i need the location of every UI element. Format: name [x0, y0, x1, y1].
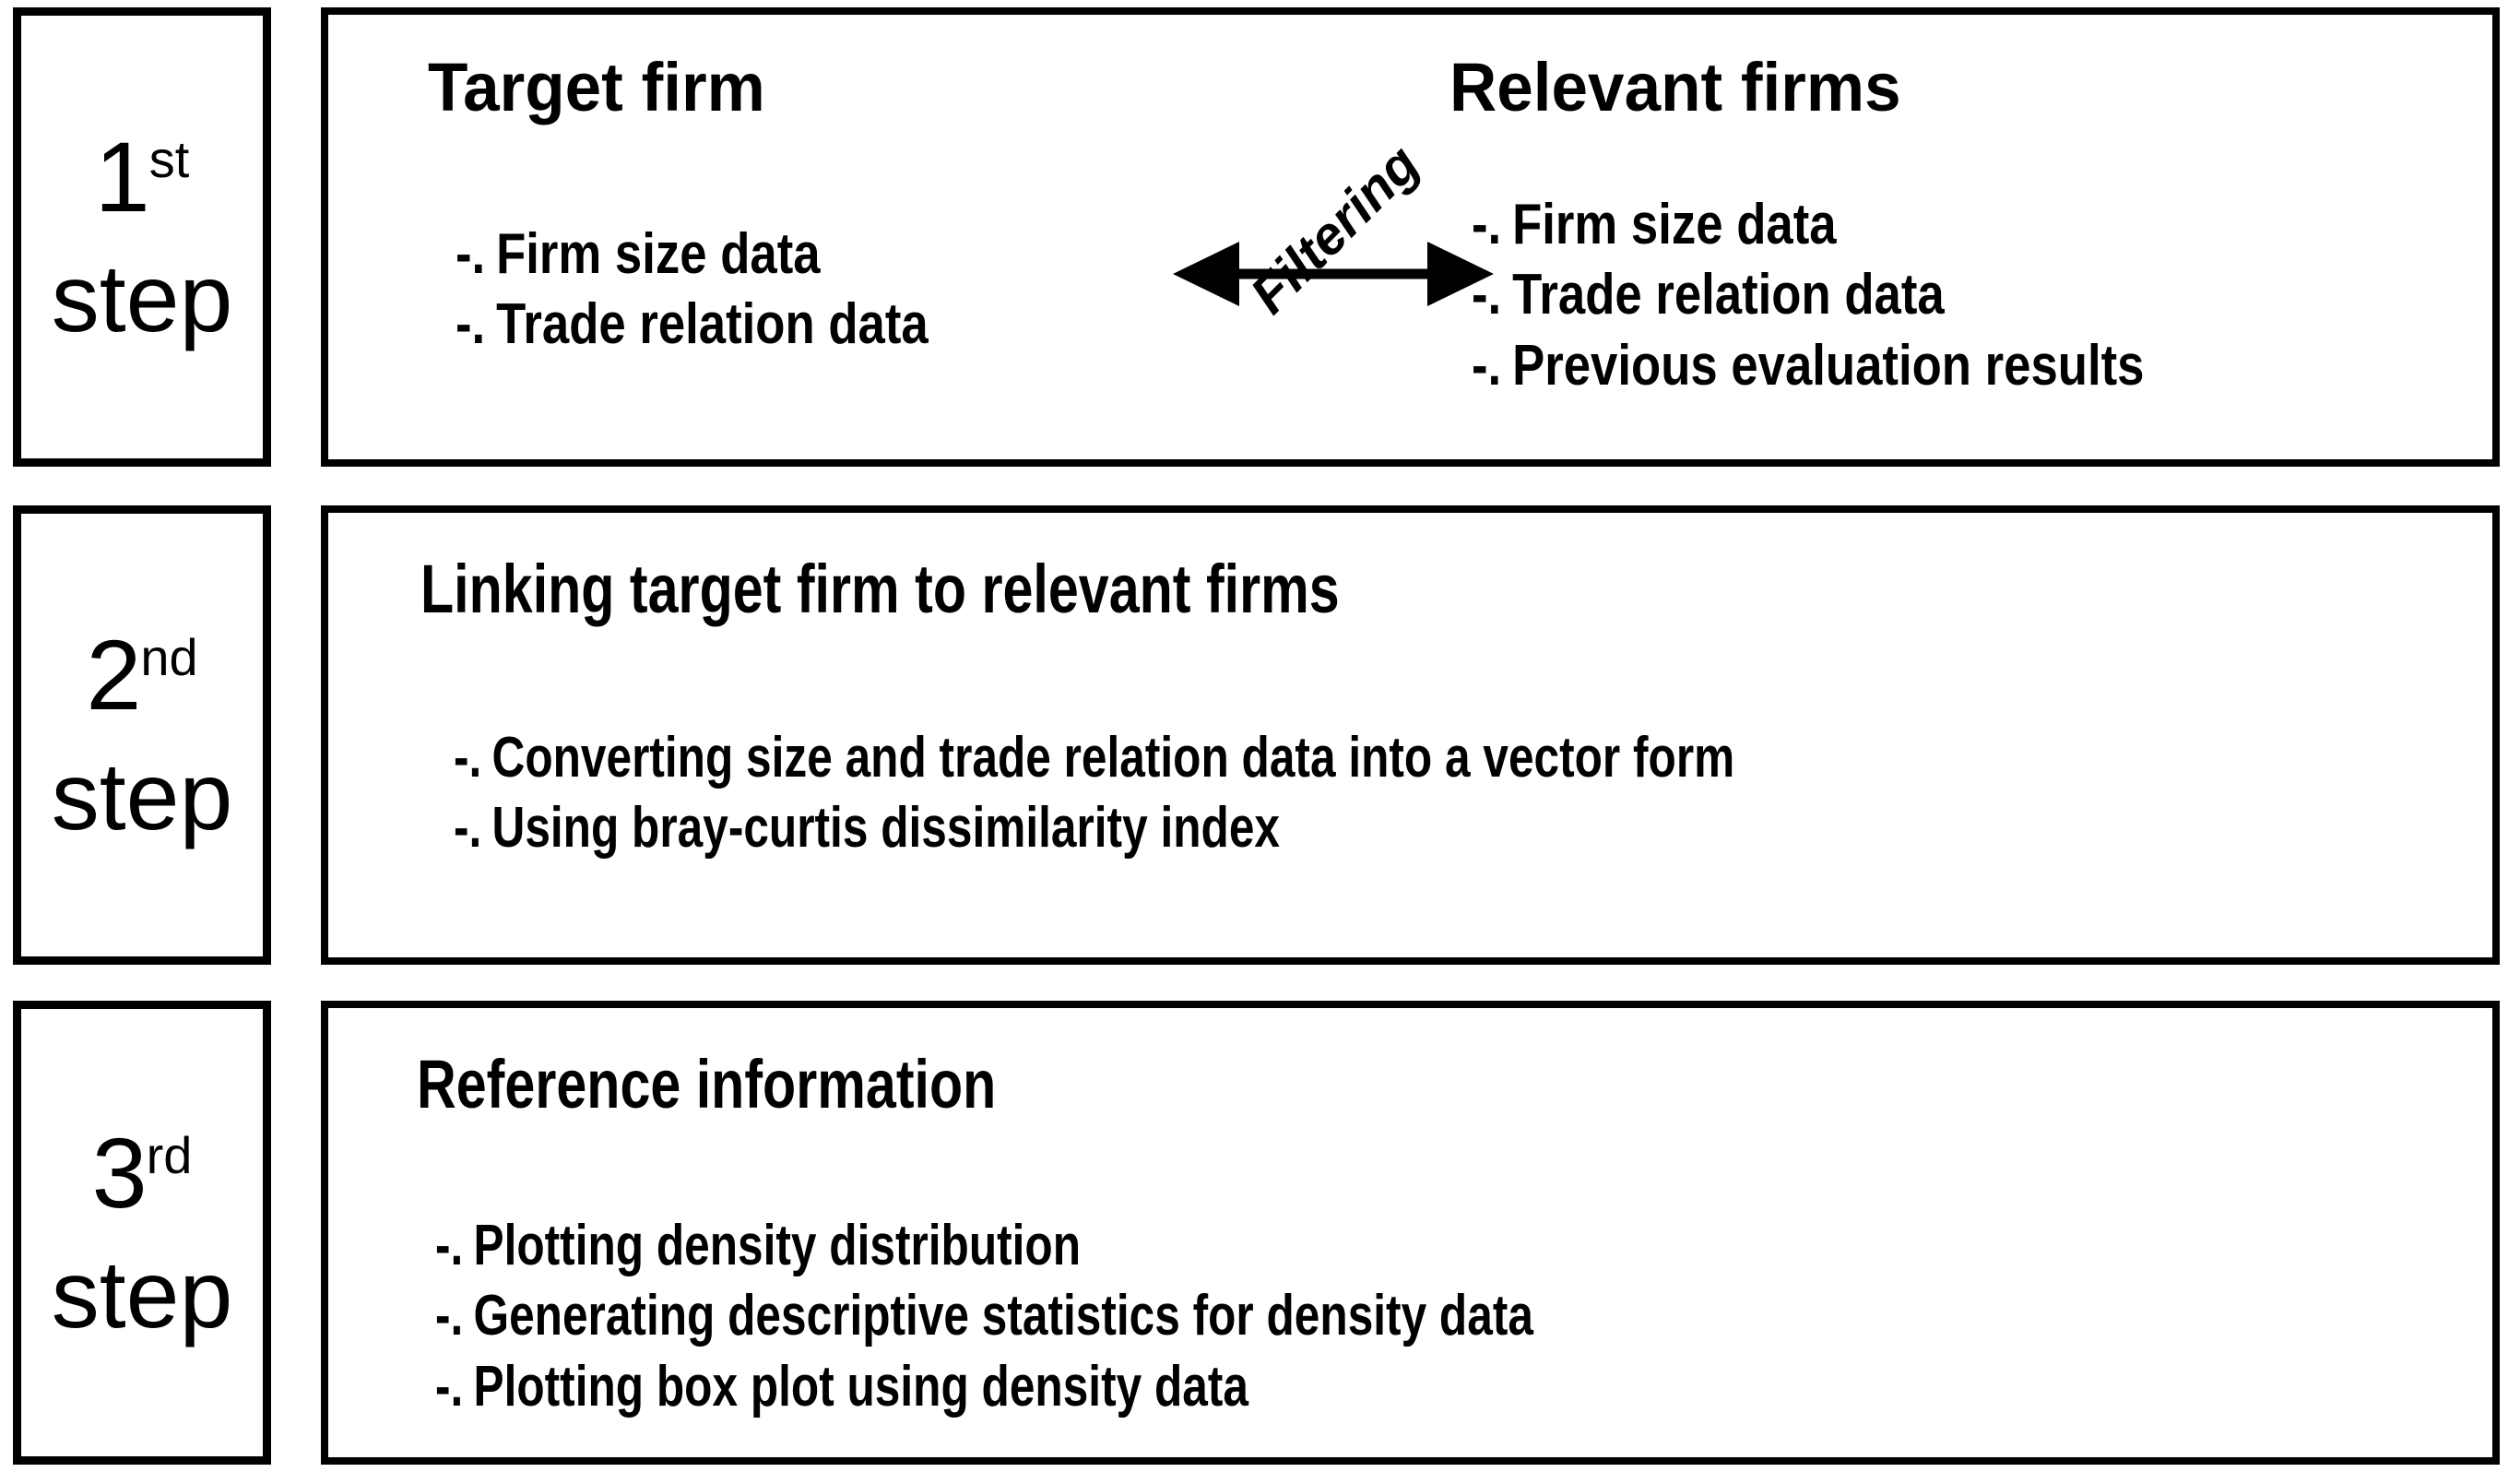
step-ordinal-3: 3rd: [92, 1122, 193, 1223]
step-suffix-1: st: [148, 130, 190, 188]
panel-bullets-target-firm: -.Firm size data -.Trade relation data: [455, 220, 1012, 361]
bullet-item: -.Converting size and trade relation dat…: [454, 723, 1734, 793]
bullet-item: -.Previous evaluation results: [1472, 331, 2144, 401]
step-suffix-2: nd: [140, 628, 198, 686]
bullet-marker-icon: -.: [435, 1354, 464, 1419]
step-number-box-2: 2nd step: [13, 505, 271, 965]
bullet-marker-icon: -.: [1472, 263, 1502, 327]
bullet-text: Trade relation data: [1512, 263, 1945, 327]
panel-bullets-relevant-firms: -.Firm size data -.Trade relation data -…: [1472, 190, 2263, 401]
bullet-marker-icon: -.: [454, 796, 482, 861]
filtering-connector: Filtering: [1167, 114, 1499, 391]
step-word-1: step: [51, 245, 233, 352]
step-row-3: 3rd step Reference information -.Plottin…: [0, 1001, 2520, 1465]
bullet-item: -.Firm size data: [1472, 190, 2144, 260]
bullet-item: -.Generating descriptive statistics for …: [435, 1281, 1533, 1351]
step-suffix-3: rd: [146, 1125, 193, 1184]
step-number-3: 3: [91, 1116, 148, 1229]
step-ordinal-2: 2nd: [86, 625, 197, 725]
bullet-item: -.Using bray-curtis dissimilarity index: [454, 793, 1734, 863]
bullet-marker-icon: -.: [435, 1284, 464, 1348]
bullet-text: Trade relation data: [496, 292, 929, 357]
step-number-2: 2: [86, 619, 141, 730]
bullet-text: Converting size and trade relation data …: [491, 726, 1735, 789]
step-content-box-2: Linking target firm to relevant firms -.…: [321, 505, 2500, 965]
step-content-box-1: Target firm -.Firm size data -.Trade rel…: [321, 7, 2500, 467]
panel-heading-relevant-firms: Relevant firms: [1449, 49, 1901, 125]
step-number-box-1: 1st step: [13, 7, 271, 467]
panel-bullets-reference-information: -.Plotting density distribution -.Genera…: [435, 1211, 1808, 1422]
step-content-box-3: Reference information -.Plotting density…: [321, 1001, 2500, 1465]
bullet-marker-icon: -.: [455, 292, 486, 357]
bullet-item: -.Trade relation data: [455, 290, 929, 360]
panel-heading-linking: Linking target firm to relevant firms: [420, 551, 1340, 627]
panel-heading-target-firm: Target firm: [428, 49, 765, 125]
bullet-text: Firm size data: [1512, 193, 1837, 256]
bullet-text: Generating descriptive statistics for de…: [473, 1284, 1533, 1348]
bullet-item: -.Plotting box plot using density data: [435, 1352, 1533, 1422]
step-word-2: step: [51, 743, 233, 850]
bullet-item: -.Trade relation data: [1472, 260, 2144, 330]
bullet-marker-icon: -.: [435, 1214, 464, 1277]
step-ordinal-1: 1st: [95, 127, 190, 227]
bullet-text: Plotting box plot using density data: [473, 1354, 1248, 1419]
bullet-marker-icon: -.: [1472, 333, 1502, 398]
step-number-1: 1: [94, 121, 150, 232]
bullet-marker-icon: -.: [455, 222, 486, 286]
bullet-text: Plotting density distribution: [473, 1214, 1082, 1277]
bullet-marker-icon: -.: [454, 726, 482, 789]
double-headed-arrow-icon: [1173, 242, 1494, 306]
step-row-1: 1st step Target firm -.Firm size data -.…: [0, 7, 2520, 467]
bullet-item: -.Firm size data: [455, 220, 929, 290]
bullet-item: -.Plotting density distribution: [435, 1211, 1533, 1281]
bullet-text: Firm size data: [496, 222, 821, 286]
panel-heading-reference-information: Reference information: [417, 1046, 997, 1122]
step-word-3: step: [51, 1241, 233, 1348]
bullet-text: Previous evaluation results: [1512, 333, 2145, 398]
bullet-marker-icon: -.: [1472, 193, 1502, 256]
step-number-box-3: 3rd step: [13, 1001, 271, 1465]
filtering-label: Filtering: [1238, 133, 1431, 326]
bullet-text: Using bray-curtis dissimilarity index: [491, 796, 1280, 861]
step-row-2: 2nd step Linking target firm to relevant…: [0, 505, 2520, 965]
panel-bullets-linking: -.Converting size and trade relation dat…: [454, 723, 2055, 864]
